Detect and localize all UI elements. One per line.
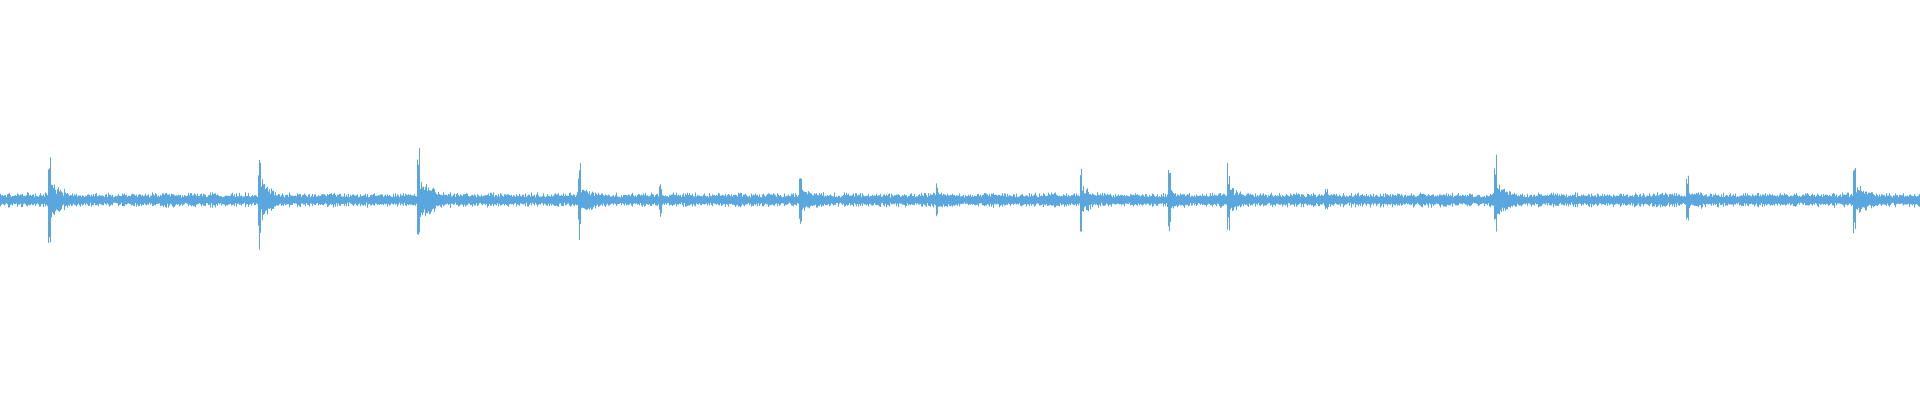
waveform-signal [0,147,1920,250]
